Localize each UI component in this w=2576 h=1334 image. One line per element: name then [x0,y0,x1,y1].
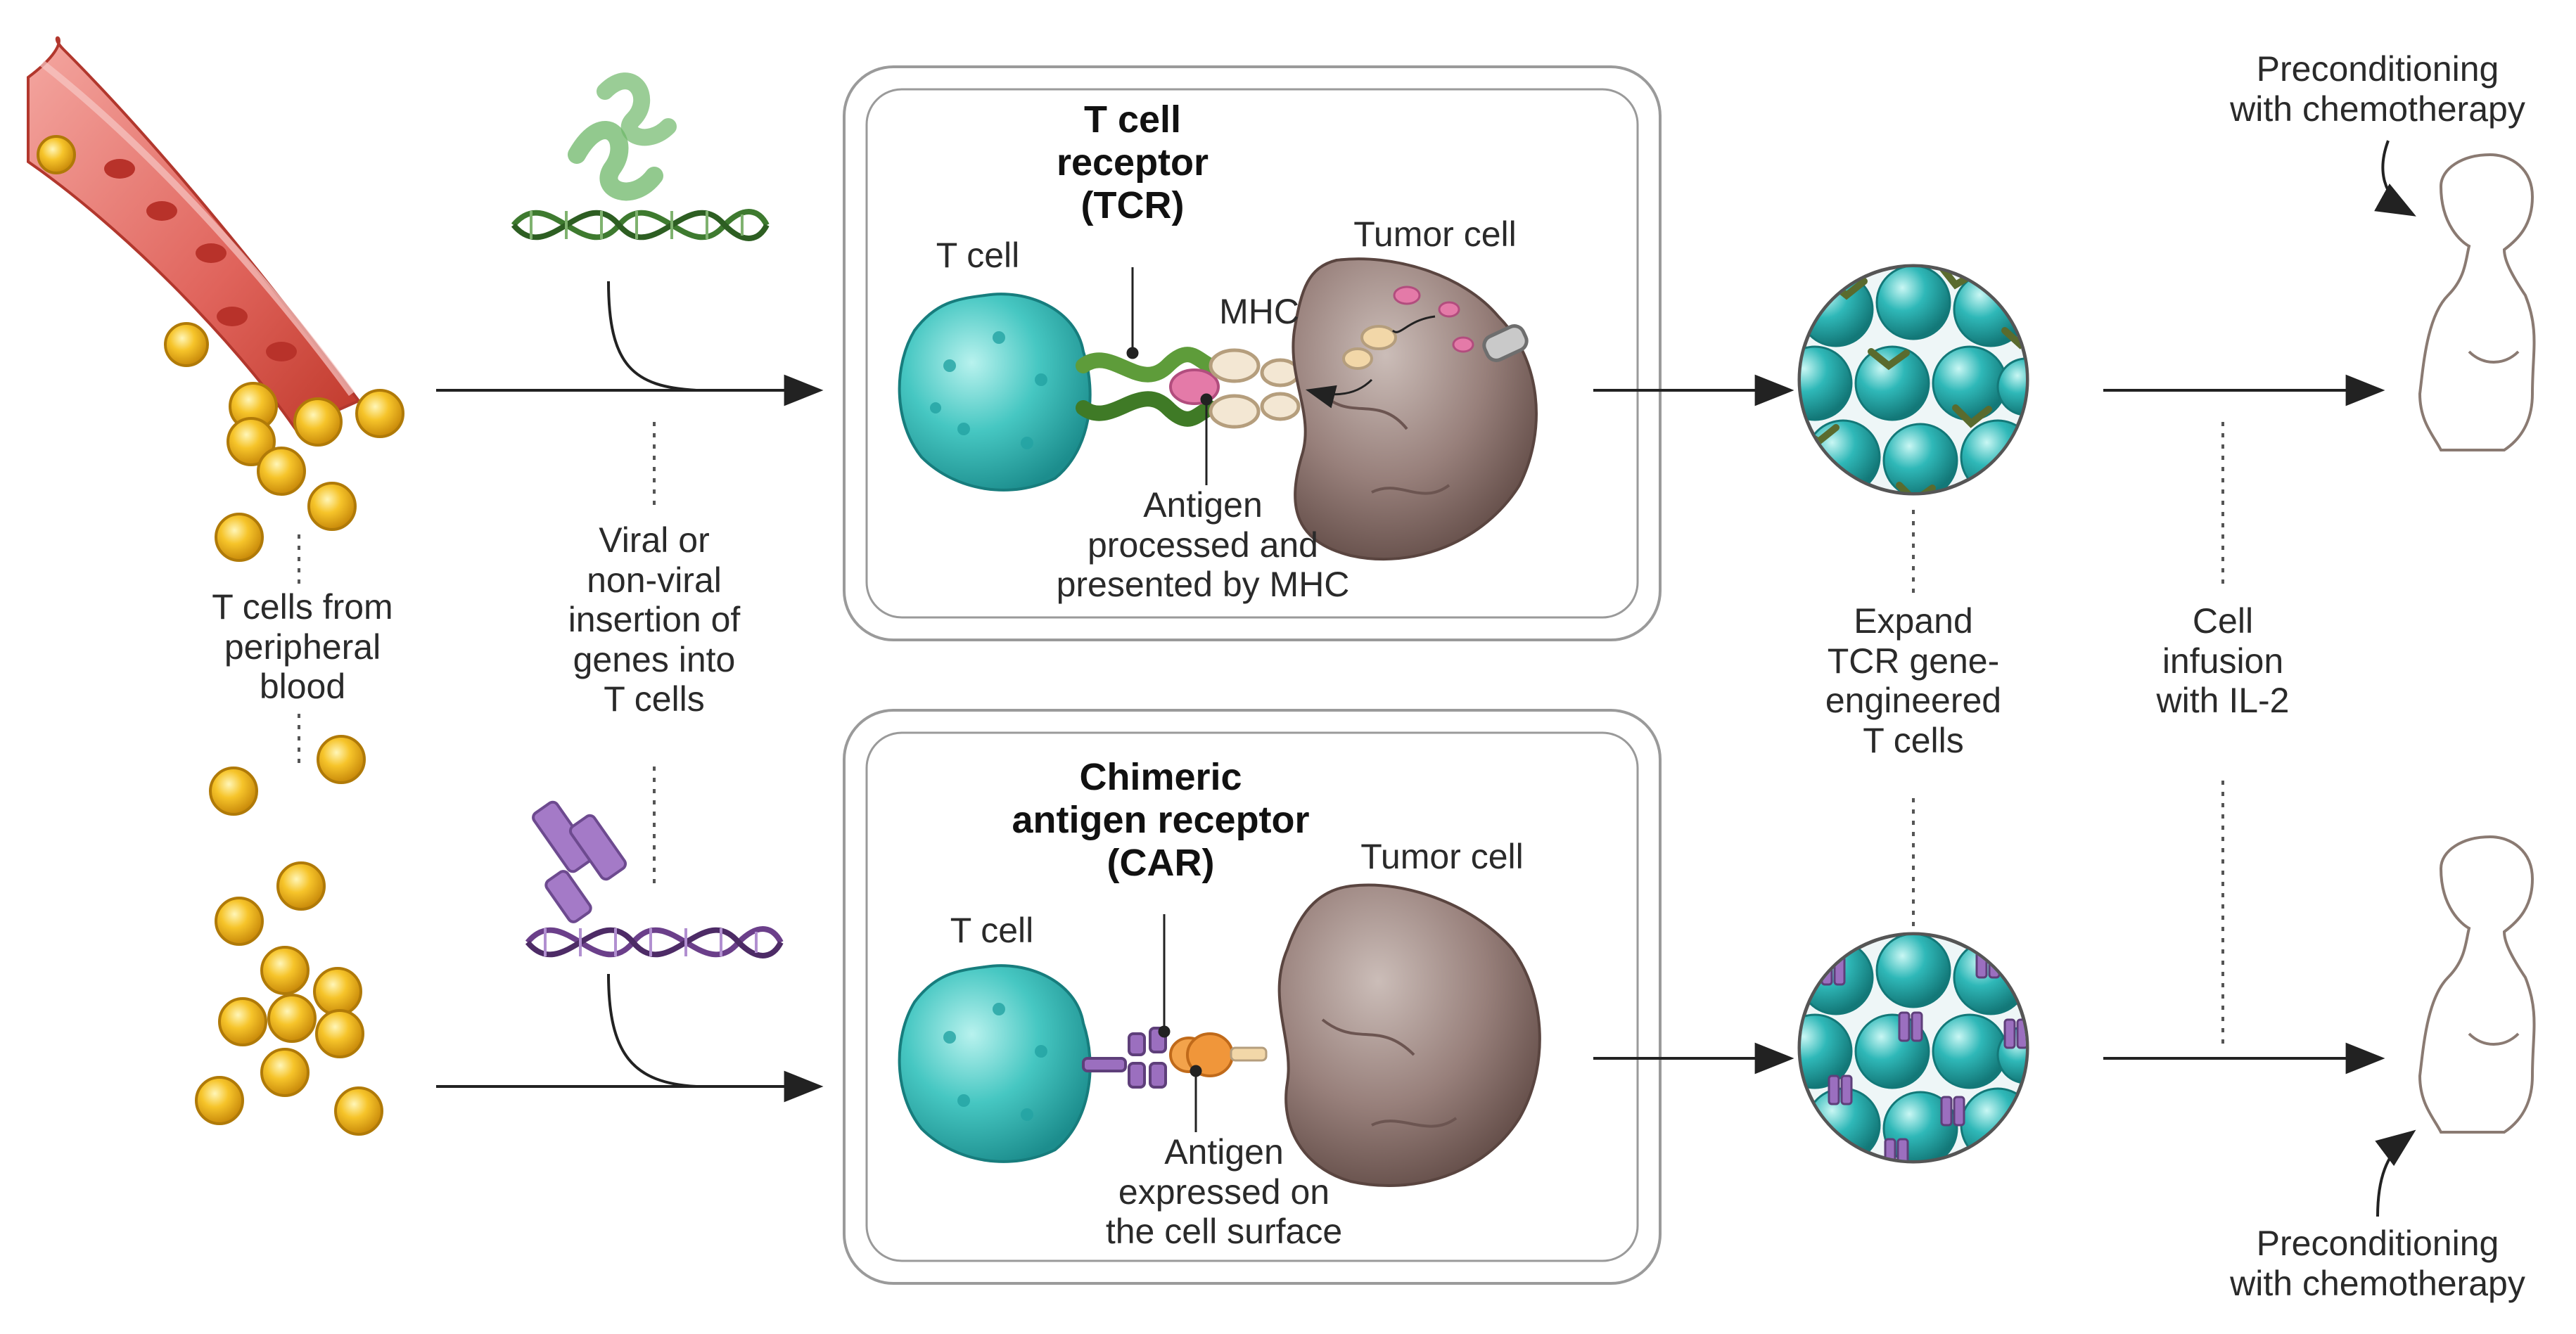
tcr-antigen-label-line: presented by MHC [1056,565,1350,604]
infusion-label-line: with IL-2 [2156,681,2290,720]
preconditioning-bottom-label-line: with chemotherapy [2230,1263,2525,1303]
tcr-receptor-label: T cell receptor (TCR) [1027,98,1238,227]
preconditioning-top-label-line: with chemotherapy [2230,89,2525,129]
dna-helix-icon [511,209,770,241]
car-antigen-icon [1169,1032,1268,1077]
insertion-label-line: insertion of [568,600,741,639]
insertion-label-line: non-viral [587,560,722,600]
engineered-cells-icon [1797,932,2029,1164]
preconditioning-bottom-label: Preconditioning with chemotherapy [2195,1224,2561,1303]
car-t-cell-label: T cell [950,911,1034,950]
car-receptor-icon [1082,1027,1167,1089]
tcr-tumor-cell-label: Tumor cell [1353,214,1517,254]
dna-helix-icon [525,926,784,958]
car-pointer-lines [1158,914,1202,1132]
tcr-receptor-label-line: receptor [1056,141,1209,184]
car-tumor-cell-label: Tumor cell [1360,837,1524,876]
infusion-label: Cell infusion with IL-2 [2124,601,2321,721]
car-receptor-label-line: Chimeric [1079,756,1242,798]
mhc-label: MHC [1219,292,1299,331]
preconditioning-bottom-label-line: Preconditioning [2256,1224,2499,1263]
t-cell-icon [898,964,1092,1163]
insertion-label-line: genes into [573,639,736,679]
tcr-antigen-label-line: processed and [1087,525,1318,565]
preconditioning-top-label: Preconditioning with chemotherapy [2195,49,2561,129]
tcr-panel [843,65,1662,641]
tcr-t-cell-label: T cell [936,236,1020,275]
lymphocyte-cluster-icon [37,135,404,1136]
tcr-antigen-label: Antigen processed and presented by MHC [1034,485,1372,605]
expand-label-line: engineered [1825,681,2002,720]
blood-label-line: T cells from [212,587,393,627]
blood-label-line: peripheral [224,627,381,667]
preconditioning-arrows [2374,140,2416,1217]
car-antigen-label: Antigen expressed on the cell surface [1069,1132,1379,1252]
preconditioning-top-label-line: Preconditioning [2256,49,2499,89]
engineered-cells-icon [1797,264,2029,496]
car-antigen-label-line: the cell surface [1105,1212,1343,1251]
car-receptor-label-line: antigen receptor [1012,799,1310,842]
infusion-label-line: Cell [2192,601,2254,641]
t-cell-icon [898,293,1092,492]
tumor-cell-icon [1293,257,1538,561]
car-antigen-label-line: expressed on [1118,1172,1330,1212]
expand-label-line: TCR gene- [1827,641,2000,681]
tcr-receptor-label-line: (TCR) [1080,184,1185,227]
insertion-label-line: Viral or [599,520,710,560]
insertion-label: Viral or non-viral insertion of genes in… [535,520,774,719]
blood-label-line: blood [259,667,346,706]
car-gene-icon [532,800,627,923]
car-antigen-label-line: Antigen [1164,1132,1284,1172]
blood-label: T cells from peripheral blood [176,587,429,707]
tcr-antigen-label-line: Antigen [1143,485,1263,525]
car-receptor-label: Chimeric antigen receptor (CAR) [992,756,1330,885]
expand-label-line: Expand [1854,601,1973,641]
blood-vessel-icon [27,36,362,431]
flow-arrows [436,281,824,1103]
expand-label-line: T cells [1863,720,1964,760]
mhc-icon [1209,348,1301,429]
patient-silhouette-icon [2418,153,2536,451]
tcr-gene-icon [568,72,677,201]
insertion-label-line: T cells [604,679,705,719]
car-receptor-label-line: (CAR) [1107,842,1215,885]
tcr-receptor-icon [1076,347,1218,427]
expand-label: Expand TCR gene- engineered T cells [1794,601,2033,760]
car-panel [843,709,1662,1285]
tumor-cell-icon [1277,883,1541,1187]
expansion-arrows [1593,374,2385,1075]
tcr-pointer-lines [1126,267,1213,485]
tcr-receptor-label-line: T cell [1083,98,1182,141]
infusion-label-line: infusion [2162,641,2284,681]
patient-silhouette-icon [2418,835,2536,1134]
